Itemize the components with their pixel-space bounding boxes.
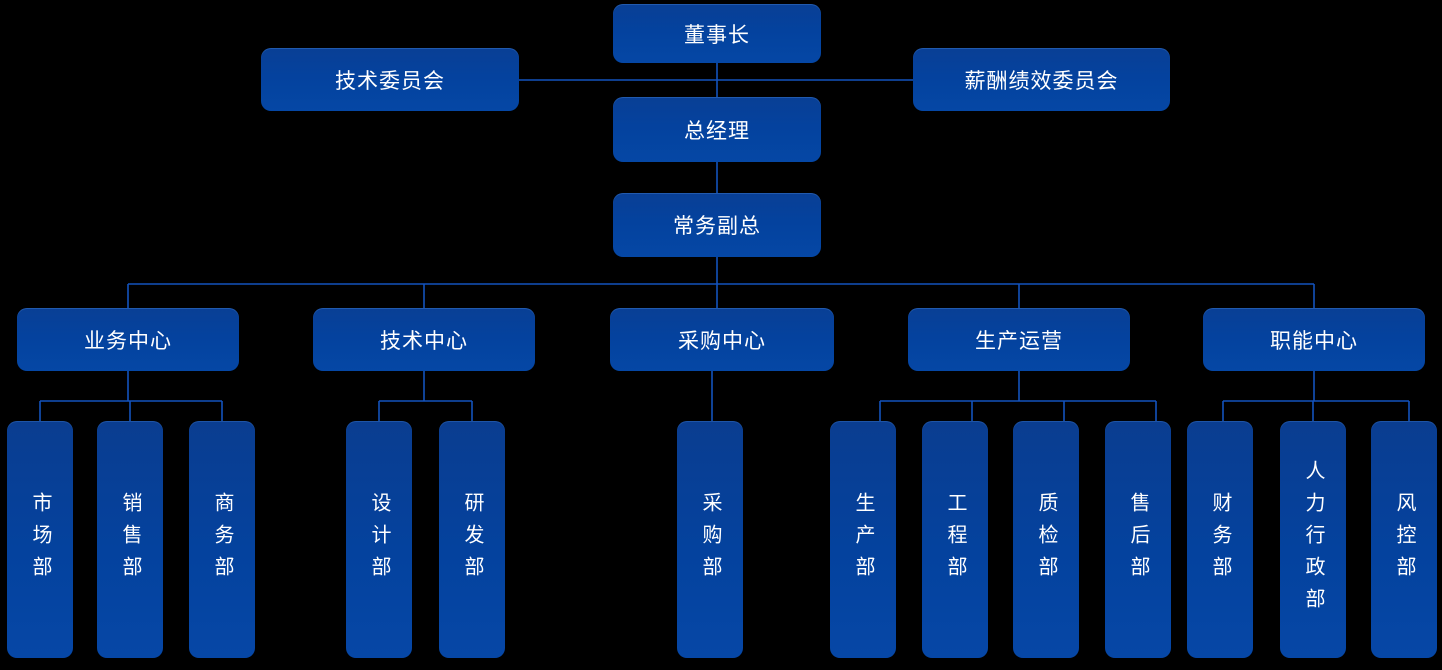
dept-node-risk-control: 风控部 [1371, 421, 1437, 658]
org-node-technology-center: 技术中心 [313, 308, 535, 371]
org-node-compensation-committee: 薪酬绩效委员会 [913, 48, 1170, 111]
dept-label: 设计部 [368, 491, 390, 588]
dept-label: 销售部 [119, 491, 141, 588]
dept-node-commerce: 商务部 [189, 421, 255, 658]
dept-node-procurement: 采购部 [677, 421, 743, 658]
dept-node-marketing: 市场部 [7, 421, 73, 658]
org-node-chairman: 董事长 [613, 4, 821, 63]
dept-label: 售后部 [1127, 491, 1149, 588]
org-node-tech-committee: 技术委员会 [261, 48, 519, 111]
dept-node-sales: 销售部 [97, 421, 163, 658]
dept-node-after-sales: 售后部 [1105, 421, 1171, 658]
dept-node-rd: 研发部 [439, 421, 505, 658]
dept-label: 生产部 [852, 491, 874, 588]
dept-label: 研发部 [461, 491, 483, 588]
dept-label: 财务部 [1209, 491, 1231, 588]
org-node-production-operations: 生产运营 [908, 308, 1130, 371]
dept-node-finance: 财务部 [1187, 421, 1253, 658]
dept-node-engineering: 工程部 [922, 421, 988, 658]
dept-label: 采购部 [699, 491, 721, 588]
dept-label: 工程部 [944, 491, 966, 588]
dept-node-quality-inspection: 质检部 [1013, 421, 1079, 658]
dept-label: 人力行政部 [1302, 459, 1324, 620]
dept-node-hr-admin: 人力行政部 [1280, 421, 1346, 658]
dept-label: 风控部 [1393, 491, 1415, 588]
org-node-general-manager: 总经理 [613, 97, 821, 162]
dept-label: 质检部 [1035, 491, 1057, 588]
org-node-functional-center: 职能中心 [1203, 308, 1425, 371]
org-node-executive-vp: 常务副总 [613, 193, 821, 257]
dept-node-production: 生产部 [830, 421, 896, 658]
dept-label: 商务部 [211, 491, 233, 588]
org-node-business-center: 业务中心 [17, 308, 239, 371]
org-node-procurement-center: 采购中心 [610, 308, 834, 371]
dept-label: 市场部 [29, 491, 51, 588]
dept-node-design: 设计部 [346, 421, 412, 658]
